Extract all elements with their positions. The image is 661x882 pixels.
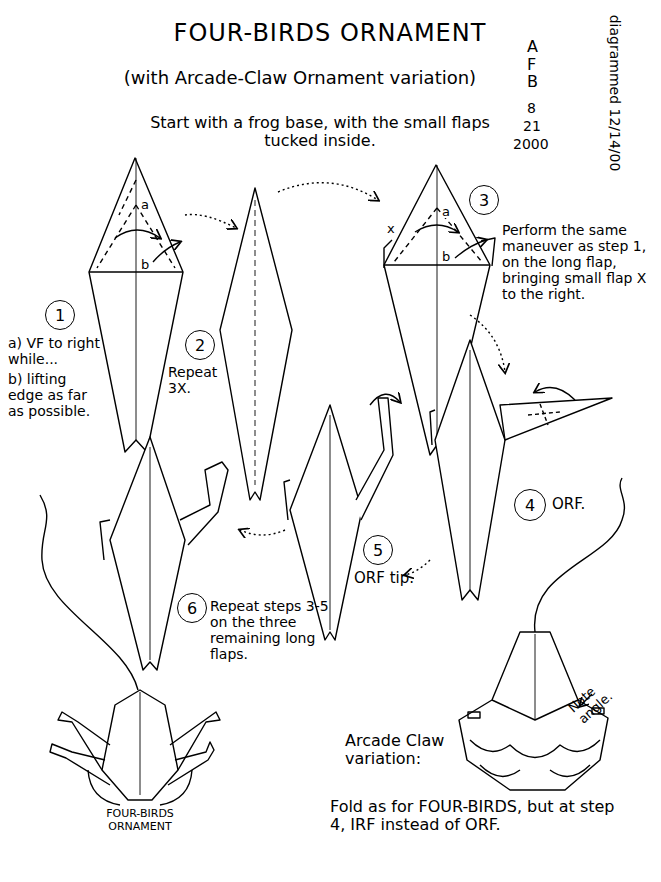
fold-letter: b	[441, 250, 451, 263]
note-text: Repeat steps 3-5 on the three remaining …	[210, 598, 335, 662]
step-number: 2	[195, 336, 205, 355]
step-number: 4	[525, 496, 535, 515]
step-number-circle: 4	[514, 489, 546, 521]
step-number: 5	[373, 541, 383, 560]
fold-letter: b	[140, 258, 150, 271]
note-text: Fold as for FOUR-BIRDS, but at step 4, I…	[330, 798, 630, 835]
step-number-circle: 5	[363, 535, 393, 565]
step-number-circle: 1	[45, 300, 75, 330]
fold-letter: a	[140, 198, 150, 211]
note-text: 8	[527, 100, 557, 116]
note-text: (with Arcade-Claw Ornament variation)	[90, 68, 510, 89]
note-text: b) lifting edge as far as possible.	[8, 371, 103, 419]
fold-letter: a	[441, 205, 451, 218]
step-number: 1	[55, 306, 65, 325]
step-number-circle: 3	[469, 185, 499, 215]
step-number: 3	[479, 191, 489, 210]
note-text: Arcade Claw variation:	[345, 732, 455, 769]
step-number: 6	[187, 599, 197, 618]
note-text: ORF tip.	[354, 570, 429, 587]
note-text: diagrammed 12/14/00	[607, 13, 623, 173]
note-text: a) VF to right while...	[8, 335, 103, 367]
step-number-circle: 2	[185, 330, 215, 360]
note-text: AFB	[527, 38, 543, 91]
fold-letter: x	[386, 222, 396, 235]
note-text: Repeat 3X.	[168, 364, 223, 396]
note-text: ORF.	[552, 496, 612, 513]
step-number-circle: 6	[177, 593, 207, 623]
note-text: Perform the same maneuver as step 1, on …	[502, 222, 650, 302]
note-text: FOUR-BIRDS ORNAMENT	[85, 808, 195, 833]
title: FOUR-BIRDS ORNAMENT	[150, 20, 510, 48]
note-text: 2000	[513, 136, 563, 152]
note-text: Start with a frog base, with the small f…	[145, 114, 495, 151]
note-text: 21	[523, 118, 553, 134]
